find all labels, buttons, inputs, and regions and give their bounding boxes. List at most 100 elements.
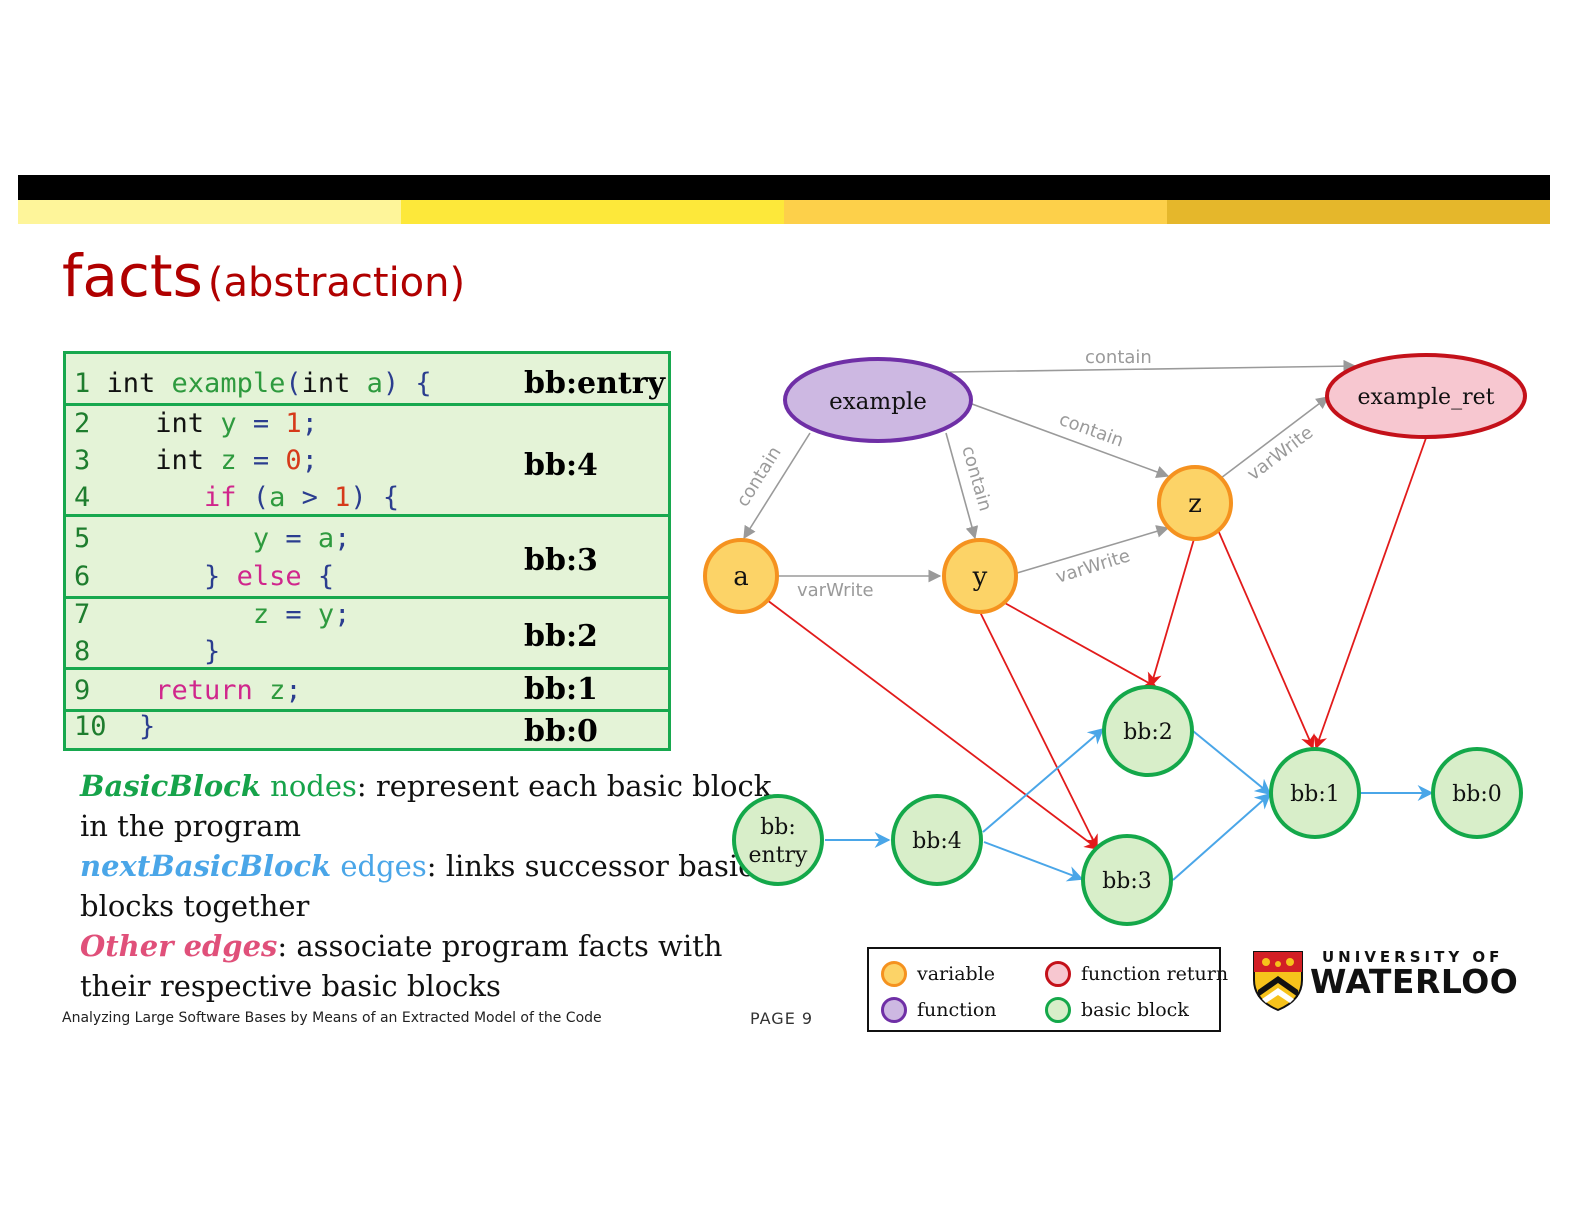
- edge-contain-example-y: [945, 432, 979, 540]
- edge-fact-z-bb2: [1147, 538, 1195, 688]
- legend-variable: variable: [881, 961, 995, 987]
- code-token: ;: [334, 599, 351, 630]
- node-example-ret-label: example_ret: [1358, 385, 1495, 410]
- edge-next-bb3-bb1: [1172, 792, 1272, 881]
- page-number: PAGE 9: [750, 1009, 814, 1028]
- code-token: z: [220, 445, 237, 476]
- label-contain-top: contain: [1085, 347, 1152, 368]
- footer-text: Analyzing Large Software Bases by Means …: [62, 1010, 602, 1026]
- node-bb3: bb:3: [1081, 834, 1173, 926]
- code-token: 1: [334, 482, 351, 513]
- node-bb0-label: bb:0: [1452, 782, 1502, 807]
- line-number: 8: [74, 636, 107, 667]
- code-token: 1: [285, 408, 302, 439]
- header-stripe-4: [1167, 200, 1550, 224]
- legend-function-return-swatch: [1045, 961, 1071, 987]
- desc-term-nextbasicblock: nextBasicBlock: [80, 849, 332, 883]
- node-y-label: y: [972, 562, 988, 592]
- block-label-1: bb:1: [524, 672, 598, 707]
- code-token: (: [236, 482, 270, 513]
- code-token: return: [106, 675, 253, 706]
- header-stripe-2: [401, 200, 784, 224]
- code-token: if: [106, 482, 237, 513]
- code-table: bb:entry bb:4 bb:3 bb:2 bb:1 bb:0 1 int …: [63, 351, 671, 751]
- code-token: z: [106, 599, 270, 630]
- edge-fact-z-bb1: [1217, 529, 1315, 750]
- edge-fact-a-bb3: [766, 599, 1100, 850]
- line-number: 2: [74, 408, 107, 439]
- code-block-1: bb:1: [66, 670, 668, 712]
- node-example-label: example: [829, 389, 927, 415]
- edge-varwrite-z-ret: [1220, 396, 1330, 479]
- block-label-2: bb:2: [524, 619, 598, 654]
- edge-next-bb4-bb3: [983, 841, 1084, 882]
- desc-item-basicblock: BasicBlock nodes: represent each basic b…: [80, 766, 780, 846]
- code-line: 5 y = a;: [74, 524, 350, 554]
- desc-rest-2: : links successor basic blocks together: [80, 849, 755, 923]
- code-token: }: [106, 636, 221, 667]
- desc-term-basicblock: BasicBlock: [80, 769, 261, 803]
- code-line: 8 }: [74, 637, 220, 667]
- desc-word-nodes: nodes: [260, 769, 357, 803]
- logo-waterloo: WATERLOO: [1310, 962, 1519, 1001]
- code-token: example: [171, 368, 286, 399]
- code-token: a: [366, 368, 383, 399]
- code-token: }: [106, 561, 237, 592]
- code-token: z: [252, 675, 286, 706]
- legend: variable function function return basic …: [867, 947, 1228, 1032]
- node-bb0: bb:0: [1431, 747, 1523, 839]
- code-token: int: [301, 368, 367, 399]
- block-label-entry: bb:entry: [524, 366, 666, 401]
- code-line: 3 int z = 0;: [74, 446, 318, 476]
- code-token: (: [285, 368, 302, 399]
- code-token: ;: [285, 675, 302, 706]
- code-token: y: [317, 599, 335, 630]
- edge-fact-y-bb3: [979, 611, 1098, 850]
- node-example-ret: example_ret: [1325, 353, 1527, 439]
- node-a-label: a: [733, 562, 749, 592]
- line-number: 7: [74, 599, 107, 630]
- edge-next-bb4-bb2: [982, 727, 1105, 833]
- line-number: 5: [74, 523, 107, 554]
- node-bb4-label: bb:4: [912, 829, 962, 854]
- legend-basic-block-swatch: [1045, 997, 1071, 1023]
- line-number: 4: [74, 482, 107, 513]
- code-token: int: [106, 408, 221, 439]
- code-token: ) {: [350, 482, 400, 513]
- legend-function-label: function: [917, 999, 997, 1021]
- code-block-3: bb:3: [66, 517, 668, 599]
- line-number: 3: [74, 445, 107, 476]
- label-varwrite-yz: varWrite: [1053, 545, 1132, 587]
- code-token: >: [285, 482, 335, 513]
- header-stripe-3: [784, 200, 1167, 224]
- header-stripe-1: [18, 200, 401, 224]
- code-block-4: bb:4: [66, 406, 668, 517]
- block-label-3: bb:3: [524, 543, 598, 578]
- title-main: facts: [62, 242, 203, 310]
- code-token: ;: [301, 408, 318, 439]
- title-sub: (abstraction): [207, 260, 466, 306]
- code-block-0: bb:0: [66, 712, 668, 751]
- code-line: 7 z = y;: [74, 600, 350, 630]
- block-label-4: bb:4: [524, 448, 598, 483]
- code-token: a: [317, 523, 335, 554]
- edge-fact-ret-bb1: [1313, 437, 1427, 750]
- node-bb2: bb:2: [1102, 685, 1194, 777]
- desc-rest-3: : associate program facts with their res…: [80, 929, 723, 1003]
- legend-variable-label: variable: [917, 963, 996, 985]
- logo-university-of: UNIVERSITY OF: [1322, 948, 1504, 966]
- edge-contain-example-a: [743, 432, 811, 540]
- node-z: z: [1157, 465, 1233, 541]
- node-a: a: [703, 538, 779, 614]
- node-z-label: z: [1188, 489, 1202, 519]
- code-block-entry: bb:entry: [66, 354, 668, 406]
- code-token: 0: [285, 445, 302, 476]
- code-token: y: [106, 523, 270, 554]
- code-block-2: bb:2: [66, 599, 668, 670]
- edge-fact-y-bb2: [1002, 601, 1158, 688]
- code-token: {: [301, 561, 335, 592]
- code-token: =: [236, 445, 286, 476]
- label-contain-y: contain: [957, 444, 996, 514]
- shield-icon: [1253, 951, 1303, 1012]
